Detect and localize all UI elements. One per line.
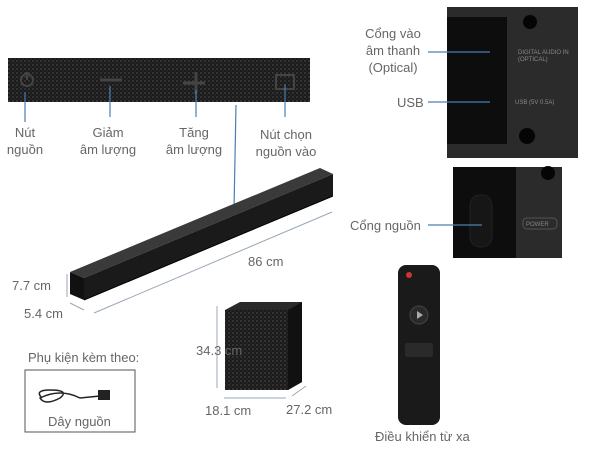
svg-text:POWER: POWER [526,222,549,228]
soundbar-depth: 5.4 cm [24,306,63,321]
power-port-closeup: POWER [453,166,562,258]
power-button-icon [20,72,34,87]
control-panel-closeup [8,58,310,102]
soundbar-image [70,168,334,301]
label-power-port: Cổng nguồn [350,218,421,233]
subwoofer-width: 18.1 cm [205,403,251,418]
soundbar-length: 86 cm [248,254,283,269]
power-cord-icon [38,389,110,403]
subwoofer-depth: 27.2 cm [286,402,332,417]
svg-text:DIGITAL AUDIO IN: DIGITAL AUDIO IN [518,50,569,56]
remote-control-image [398,265,440,425]
label-usb: USB [397,95,424,110]
subwoofer-height: 34.3 cm [196,343,242,358]
svg-text:(OPTICAL): (OPTICAL) [518,57,548,63]
svg-text:USB (5V 0.5A): USB (5V 0.5A) [515,100,554,106]
rear-ports-closeup: DIGITAL AUDIO IN (OPTICAL) USB (5V 0.5A) [447,7,578,158]
length-dimension-line [93,211,333,314]
accessories-title: Phụ kiện kèm theo: [28,350,139,365]
label-remote: Điều khiển từ xa [375,429,470,444]
soundbar-height: 7.7 cm [12,278,51,293]
subwoofer-image [225,302,302,390]
accessory-power-cord: Dây nguồn [48,414,111,429]
